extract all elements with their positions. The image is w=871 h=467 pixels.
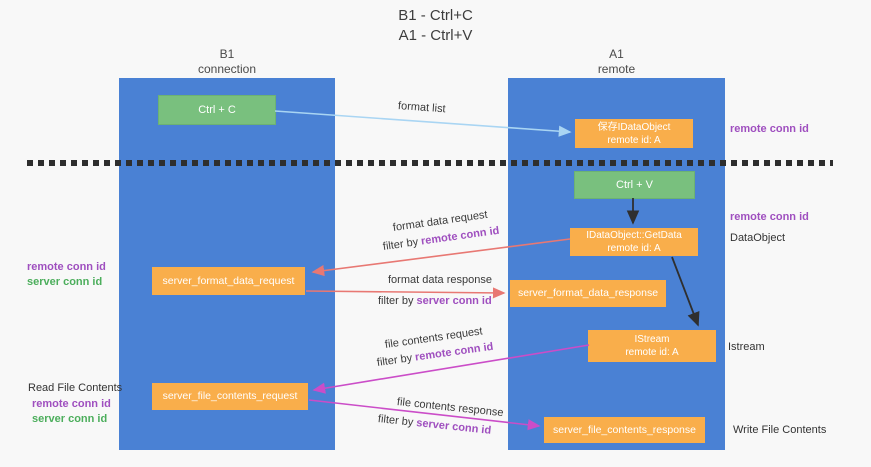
ctrl-c-box: Ctrl + C bbox=[158, 95, 276, 125]
server-file-contents-response-label: server_file_contents_response bbox=[552, 423, 696, 436]
right-column-title: A1 bbox=[609, 47, 624, 61]
idataobject-getdata-box: IDataObject::GetData remote id: A bbox=[570, 228, 698, 256]
title-line-2: A1 - Ctrl+V bbox=[398, 27, 473, 44]
filter-by-server-conn-id-label-2: filter by server conn id bbox=[377, 413, 491, 437]
server-file-contents-response-box: server_file_contents_response bbox=[544, 417, 705, 443]
format-data-response-label: format data response bbox=[388, 274, 492, 286]
filter-by-text: filter by bbox=[377, 413, 417, 429]
filter-by-server-conn-id-label-1: filter by server conn id bbox=[378, 295, 492, 307]
idataobject-getdata-line1: IDataObject::GetData bbox=[586, 230, 682, 241]
right-column-subtitle: remote bbox=[597, 62, 636, 76]
server-format-data-response-box: server_format_data_response bbox=[510, 280, 666, 307]
left-server-conn-id-label-2: server conn id bbox=[32, 413, 108, 425]
server-conn-id-text: server conn id bbox=[416, 295, 492, 307]
save-idataobject-line1: 保存IDataObject bbox=[597, 121, 671, 133]
istream-line1: IStream bbox=[634, 334, 670, 345]
server-format-data-request-box: server_format_data_request bbox=[152, 267, 305, 295]
read-file-contents-label: Read File Contents bbox=[28, 382, 123, 394]
filter-by-text: filter by bbox=[378, 295, 417, 307]
left-server-conn-id-label-1: server conn id bbox=[27, 276, 103, 288]
save-idataobject-box: 保存IDataObject remote id: A bbox=[575, 119, 693, 148]
server-conn-id-text: server conn id bbox=[415, 417, 492, 437]
title-line-1: B1 - Ctrl+C bbox=[398, 7, 473, 24]
save-idataobject-line2: remote id: A bbox=[607, 134, 661, 146]
server-file-contents-request-label: server_file_contents_request bbox=[162, 390, 298, 402]
left-remote-conn-id-label-1: remote conn id bbox=[27, 261, 106, 273]
server-format-data-response-label: server_format_data_response bbox=[517, 287, 659, 299]
ctrl-v-label: Ctrl + V bbox=[616, 178, 653, 191]
left-column-header: B1 connection bbox=[119, 47, 335, 77]
ctrl-c-label: Ctrl + C bbox=[198, 103, 236, 116]
ctrl-v-box: Ctrl + V bbox=[574, 171, 695, 199]
write-file-contents-label: Write File Contents bbox=[733, 424, 827, 436]
right-remote-conn-id-label-1: remote conn id bbox=[730, 123, 809, 135]
diagram-title: B1 - Ctrl+C A1 - Ctrl+V bbox=[0, 6, 871, 46]
left-column-subtitle: connection bbox=[197, 62, 257, 76]
filter-by-text: filter by bbox=[376, 351, 416, 369]
idataobject-getdata-line2: remote id: A bbox=[607, 243, 661, 254]
filter-by-text: filter by bbox=[382, 235, 422, 253]
server-format-data-request-label: server_format_data_request bbox=[162, 274, 295, 287]
istream-side-label: Istream bbox=[728, 341, 765, 353]
dataobject-label: DataObject bbox=[730, 232, 786, 244]
left-column-title: B1 bbox=[219, 47, 235, 61]
server-file-contents-request-box: server_file_contents_request bbox=[152, 383, 308, 410]
dashed-separator-line bbox=[27, 160, 833, 166]
istream-box: IStream remote id: A bbox=[588, 330, 716, 362]
format-list-label: format list bbox=[397, 100, 446, 116]
istream-line2: remote id: A bbox=[625, 347, 679, 358]
format-data-response-arrow bbox=[305, 287, 506, 299]
left-remote-conn-id-label-2: remote conn id bbox=[32, 398, 111, 410]
right-remote-conn-id-label-2: remote conn id bbox=[730, 211, 809, 223]
right-column-header: A1 remote bbox=[508, 47, 725, 77]
